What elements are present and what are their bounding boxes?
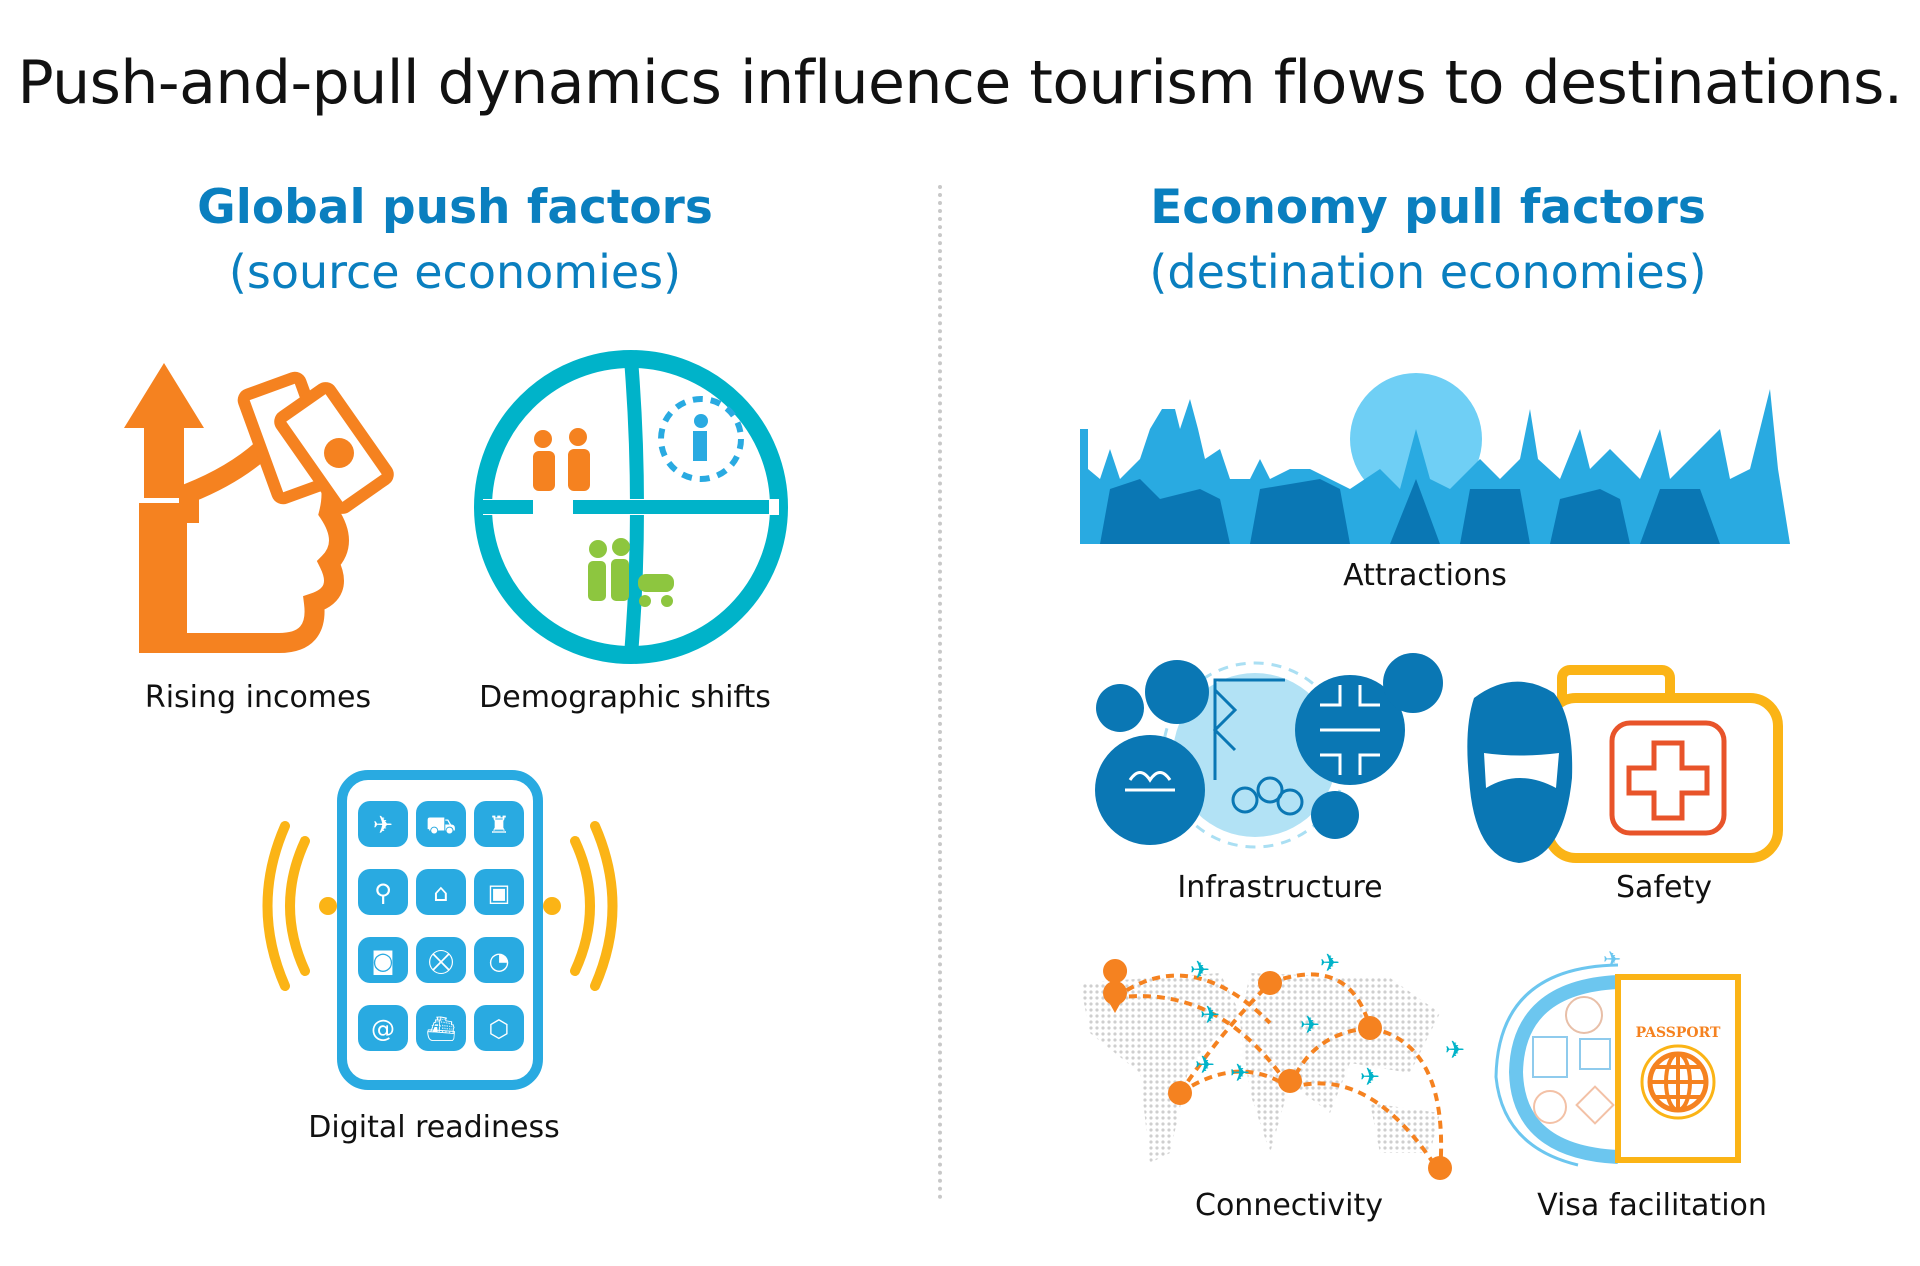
attractions-label: Attractions	[1343, 558, 1507, 593]
divider	[938, 185, 942, 1200]
svg-text:✈: ✈	[373, 811, 393, 839]
svg-text:✈: ✈	[1445, 1036, 1465, 1064]
passport-icon: ✈ PASSPORT	[1488, 947, 1750, 1167]
svg-text:▣: ▣	[488, 879, 511, 907]
masked-face-first-aid-icon	[1467, 665, 1783, 863]
smartphone-apps-icon: ✈ ⛟ ♜ ⚲ ⌂ ▣ ◙ ⛒ ◔ @ ⛴ ⬡	[262, 770, 618, 1090]
rising-incomes-label: Rising incomes	[144, 680, 372, 715]
svg-text:⌂: ⌂	[433, 879, 448, 907]
globe-people-icon	[474, 350, 788, 664]
skyline-landmarks-icon	[1080, 373, 1790, 544]
connectivity-label: Connectivity	[1195, 1188, 1383, 1223]
safety-label: Safety	[1616, 870, 1712, 905]
svg-text:✈: ✈	[1200, 1001, 1220, 1029]
svg-text:@: @	[371, 1015, 395, 1043]
visa-facilitation-label: Visa facilitation	[1537, 1188, 1767, 1223]
svg-text:◙: ◙	[371, 947, 394, 975]
svg-text:✈: ✈	[1603, 948, 1621, 973]
svg-text:⬡: ⬡	[489, 1015, 510, 1043]
digital-readiness-label: Digital readiness	[308, 1110, 560, 1145]
svg-text:⛟: ⛟	[426, 811, 456, 839]
svg-text:✈: ✈	[1300, 1011, 1320, 1039]
world-map-flights-icon: ✈ ✈ ✈ ✈ ✈ ✈ ✈ ✈	[1080, 949, 1465, 1180]
infrastructure-icon	[1095, 653, 1443, 849]
svg-text:✈: ✈	[1230, 1059, 1250, 1087]
svg-text:✈: ✈	[1320, 949, 1340, 977]
passport-text: PASSPORT	[1635, 1025, 1721, 1041]
svg-text:♜: ♜	[488, 811, 510, 839]
svg-text:✈: ✈	[1190, 956, 1210, 984]
pull-subheading: (destination economies)	[1149, 245, 1707, 299]
demographic-shifts-label: Demographic shifts	[479, 680, 771, 715]
svg-text:◔: ◔	[489, 947, 510, 975]
svg-text:⚲: ⚲	[374, 879, 392, 907]
svg-text:⛒: ⛒	[429, 947, 454, 975]
svg-text:⛴: ⛴	[426, 1015, 456, 1043]
infrastructure-label: Infrastructure	[1177, 870, 1383, 905]
pull-heading: Economy pull factors	[1150, 180, 1706, 235]
push-subheading: (source economies)	[228, 245, 682, 299]
money-hand-arrow-icon	[124, 363, 394, 653]
svg-text:✈: ✈	[1360, 1063, 1380, 1091]
push-heading: Global push factors	[197, 180, 713, 235]
svg-text:✈: ✈	[1195, 1051, 1215, 1079]
page-title: Push-and-pull dynamics influence tourism…	[17, 48, 1903, 118]
